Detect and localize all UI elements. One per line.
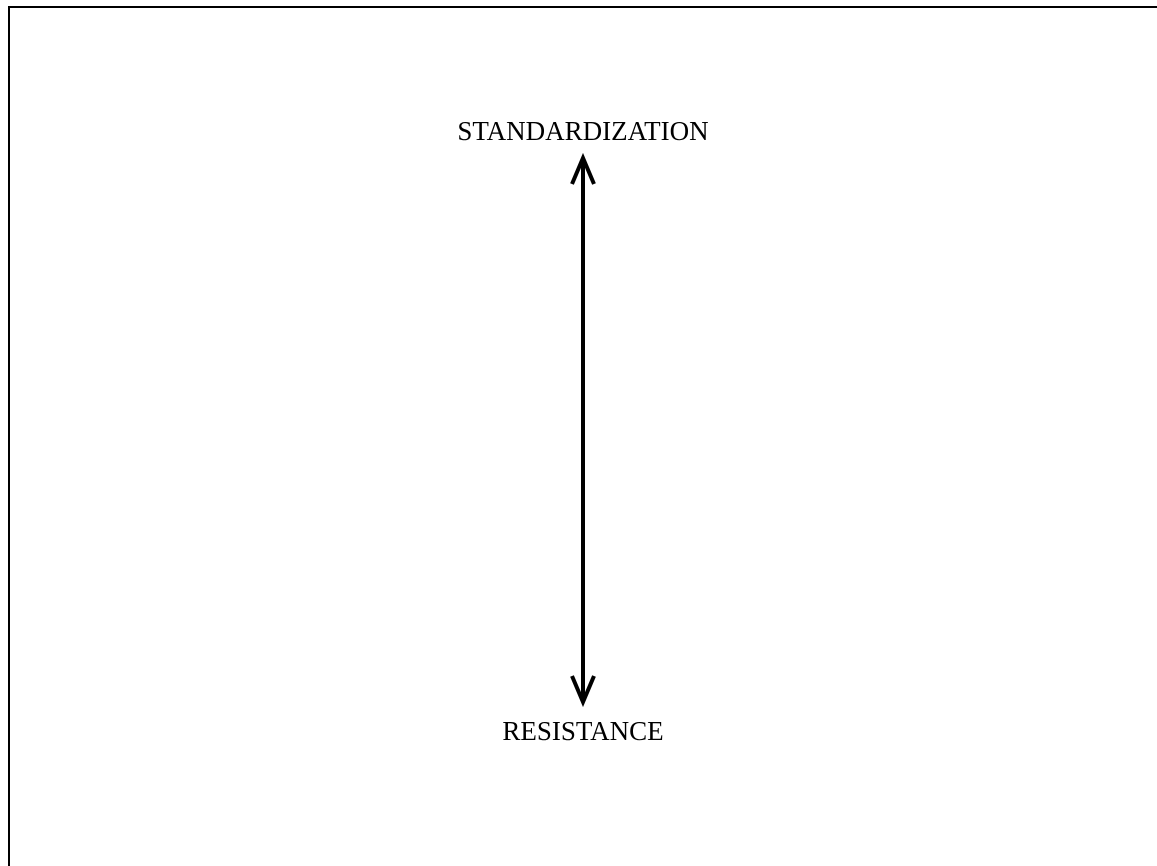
standardization-label: STANDARDIZATION xyxy=(457,116,709,146)
arrow-head-down-icon xyxy=(570,675,596,708)
arrow-head-up-icon xyxy=(570,152,596,185)
double-headed-arrow xyxy=(570,152,596,708)
resistance-label: RESISTANCE xyxy=(502,716,664,746)
diagram-frame xyxy=(8,6,1157,866)
